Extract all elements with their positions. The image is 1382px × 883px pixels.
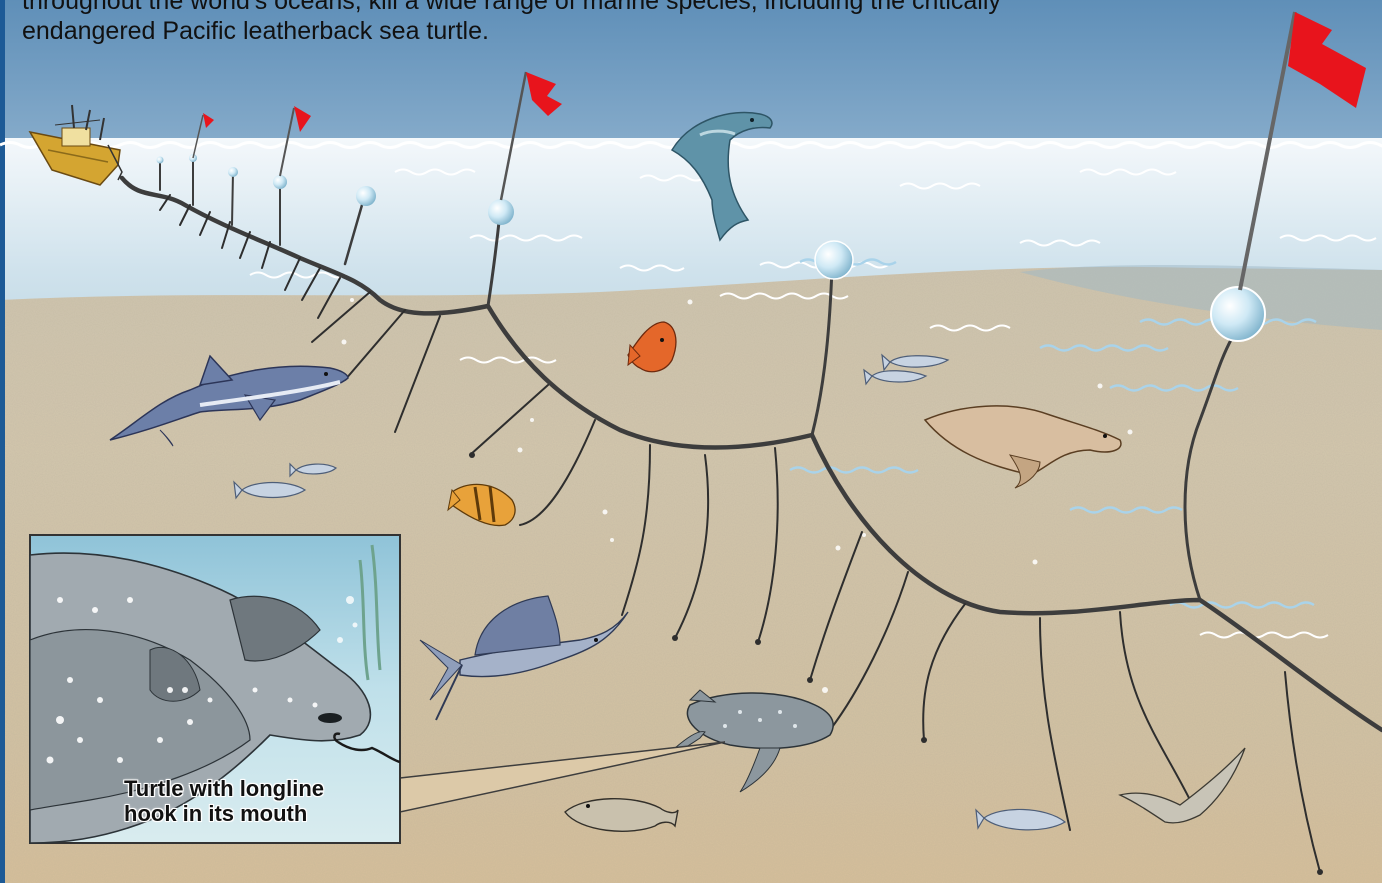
caption-text: throughout the world's oceans, kill a wi… xyxy=(22,0,1262,46)
caption-line-1: throughout the world's oceans, kill a wi… xyxy=(22,0,1262,16)
inset-label: Turtle with longline hook in its mouth xyxy=(124,776,394,826)
caption-line-2: endangered Pacific leatherback sea turtl… xyxy=(22,16,1262,46)
inset-label-line-1: Turtle with longline xyxy=(124,776,394,801)
inset-label-line-2: hook in its mouth xyxy=(124,801,394,826)
left-edge-strip xyxy=(0,0,5,883)
